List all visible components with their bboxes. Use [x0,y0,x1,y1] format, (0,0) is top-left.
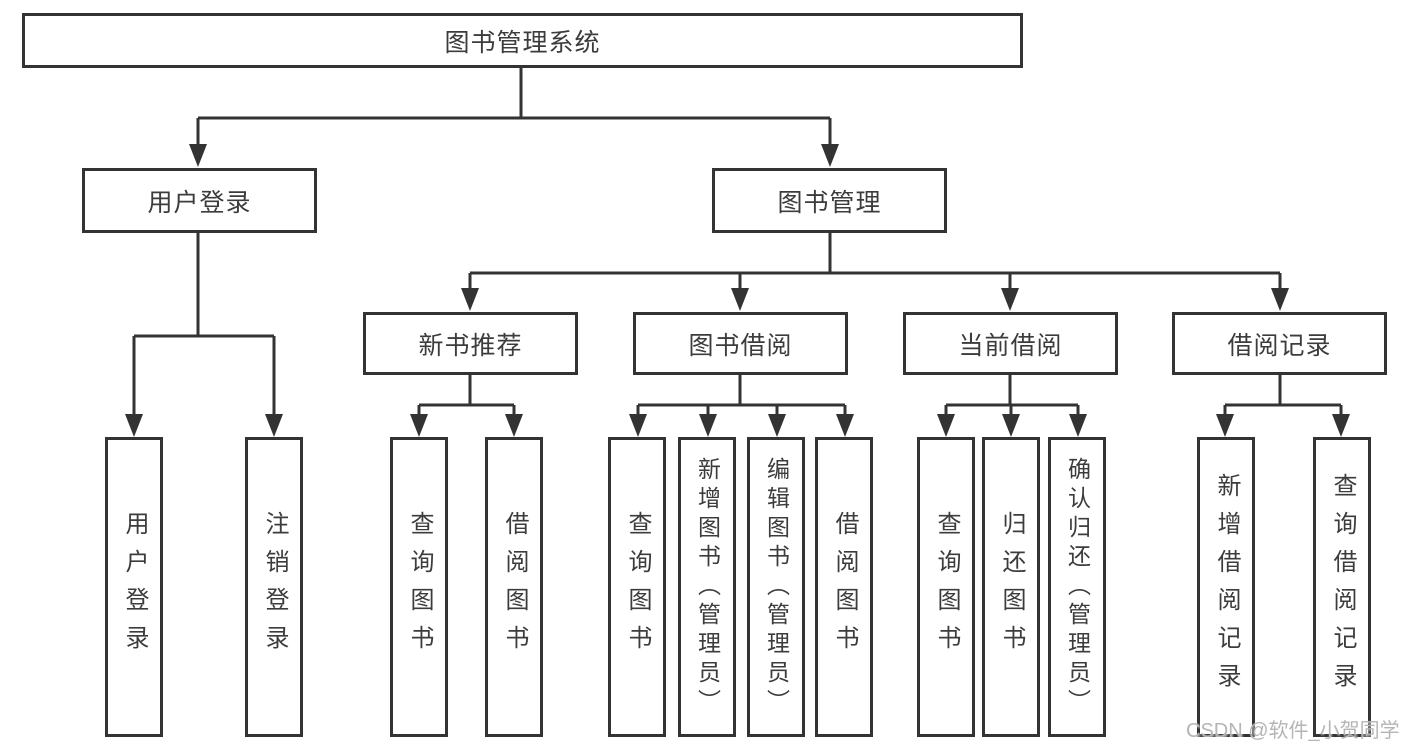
leaf-logout: 注销登录 [245,437,303,737]
node-borrow-records: 借阅记录 [1172,312,1387,375]
leaf-user-login-label: 用户登录 [121,511,148,663]
node-book-borrowing: 图书借阅 [633,312,848,375]
leaf-bb-borrow-books: 借阅图书 [815,437,873,737]
leaf-nb-query-books: 查询图书 [390,437,448,737]
leaf-nb-borrow-books: 借阅图书 [485,437,543,737]
csdn-watermark: CSDN @软件_小贺同学 [1186,720,1400,742]
leaf-cb-query-books-label: 查询图书 [933,511,960,663]
node-book-borrowing-label: 图书借阅 [688,331,793,360]
leaf-br-query-record: 查询借阅记录 [1313,437,1371,737]
leaf-bb-edit-books-admin-label: 编辑图书（管理员） [763,456,790,718]
node-book-management-label: 图书管理 [777,188,882,217]
leaf-nb-borrow-books-label: 借阅图书 [501,511,528,663]
leaf-br-query-record-label: 查询借阅记录 [1329,473,1356,701]
leaf-bb-edit-books-admin: 编辑图书（管理员） [747,437,805,737]
leaf-bb-query-books-label: 查询图书 [624,511,651,663]
leaf-cb-return-books: 归还图书 [982,437,1040,737]
leaf-user-login: 用户登录 [105,437,163,737]
leaf-bb-add-books-admin: 新增图书（管理员） [678,437,736,737]
arrowheads [125,144,1350,437]
node-user-login: 用户登录 [82,168,317,233]
node-current-borrowing: 当前借阅 [903,312,1118,375]
leaf-cb-return-books-label: 归还图书 [998,511,1025,663]
leaf-cb-query-books: 查询图书 [917,437,975,737]
leaf-logout-label: 注销登录 [261,511,288,663]
leaf-nb-query-books-label: 查询图书 [406,511,433,663]
node-library-system: 图书管理系统 [22,13,1023,68]
node-user-login-label: 用户登录 [147,188,252,217]
leaf-cb-confirm-return-admin-label: 确认归还（管理员） [1064,456,1091,718]
leaf-br-add-record: 新增借阅记录 [1197,437,1255,737]
node-borrow-records-label: 借阅记录 [1227,331,1332,360]
leaf-bb-borrow-books-label: 借阅图书 [831,511,858,663]
node-current-borrowing-label: 当前借阅 [958,331,1063,360]
node-new-book-recommend-label: 新书推荐 [418,331,523,360]
leaf-bb-add-books-admin-label: 新增图书（管理员） [694,456,721,718]
node-book-management: 图书管理 [712,168,947,233]
leaf-br-add-record-label: 新增借阅记录 [1213,473,1240,701]
node-new-book-recommend: 新书推荐 [363,312,578,375]
leaf-cb-confirm-return-admin: 确认归还（管理员） [1048,437,1106,737]
leaf-bb-query-books: 查询图书 [608,437,666,737]
node-library-system-label: 图书管理系统 [444,28,601,57]
